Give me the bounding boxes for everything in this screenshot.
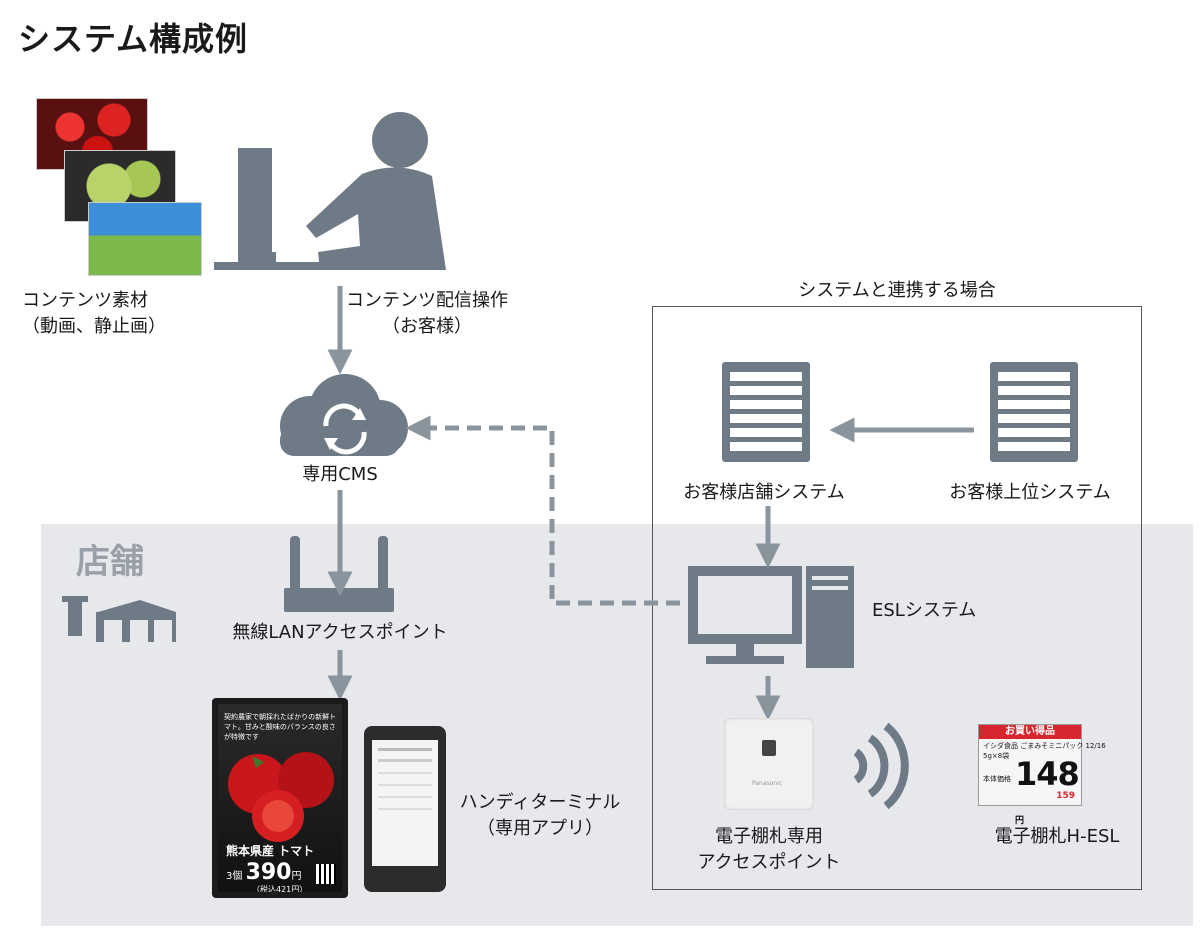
sync-icon [323, 403, 367, 455]
operator-icon [214, 112, 446, 270]
arrow-esl-to-cms-dashed [405, 415, 680, 606]
upper-server-icon [990, 362, 1078, 462]
signage-tax: （税込421円） [252, 885, 308, 892]
digital-signage: 契約農家で朝採れたばかりの新鮮トマト。甘みと酸味のバランスの良さが特徴です 熊本… [212, 698, 348, 898]
electronic-shelf-label: お買い得品 イシダ食品 ごまみそミニパック 12/16 5g×8袋 148円 本… [978, 724, 1106, 826]
page-title: システム構成例 [18, 20, 249, 58]
wlan-router-icon [284, 536, 394, 612]
label-handy-terminal: ハンディターミナル （専用アプリ） [459, 792, 621, 839]
ap-port [762, 740, 776, 756]
store-label: 店舗 [76, 542, 144, 582]
label-esl-tag: 電子棚札H-ESL [994, 826, 1120, 847]
label-store-system: お客様店舗システム [683, 482, 845, 503]
landscape-photo [88, 202, 202, 276]
store-building-icon [62, 596, 176, 642]
label-esl-ap: 電子棚札専用 アクセスポイント [697, 826, 841, 873]
label-content-material: コンテンツ素材 （動画、静止画） [22, 290, 166, 337]
wireless-waves-icon [853, 722, 909, 810]
handy-terminal-device [364, 726, 446, 892]
qr-code-icon [316, 864, 336, 884]
label-upper-system: お客様上位システム [949, 482, 1111, 503]
handy-terminal-screen [372, 740, 438, 866]
system-integration-box [652, 306, 1142, 890]
label-wlan-ap: 無線LANアクセスポイント [232, 622, 448, 643]
label-esl-system: ESLシステム [872, 600, 977, 621]
esl-pc-icon [688, 566, 854, 668]
esl-product-line: イシダ食品 ごまみそミニパック 12/16 5g×8袋 [983, 742, 1106, 760]
label-content-delivery: コンテンツ配信操作 （お客様） [346, 290, 508, 337]
system-integration-label: システムと連携する場合 [798, 280, 996, 301]
esl-price: 148円 [1015, 755, 1080, 826]
esl-banner: お買い得品 [979, 725, 1081, 739]
cloud-icon [280, 374, 408, 456]
signage-product: 熊本県産 トマト [226, 844, 315, 858]
signage-price: 3個 390円 [226, 860, 302, 885]
label-cms: 専用CMS [302, 464, 378, 485]
esl-access-point-device: Panasonic [724, 718, 814, 810]
esl-unit-label: 本体価格 [983, 775, 1011, 783]
esl-tax-price: 159 [1056, 791, 1075, 801]
signage-headline: 契約農家で朝採れたばかりの新鮮トマト。甘みと酸味のバランスの良さが特徴です [224, 713, 337, 741]
ap-brand: Panasonic [752, 780, 783, 787]
signage-screen: 契約農家で朝採れたばかりの新鮮トマト。甘みと酸味のバランスの良さが特徴です 熊本… [218, 704, 342, 892]
tomato-image [228, 752, 334, 842]
store-server-icon [722, 362, 810, 462]
